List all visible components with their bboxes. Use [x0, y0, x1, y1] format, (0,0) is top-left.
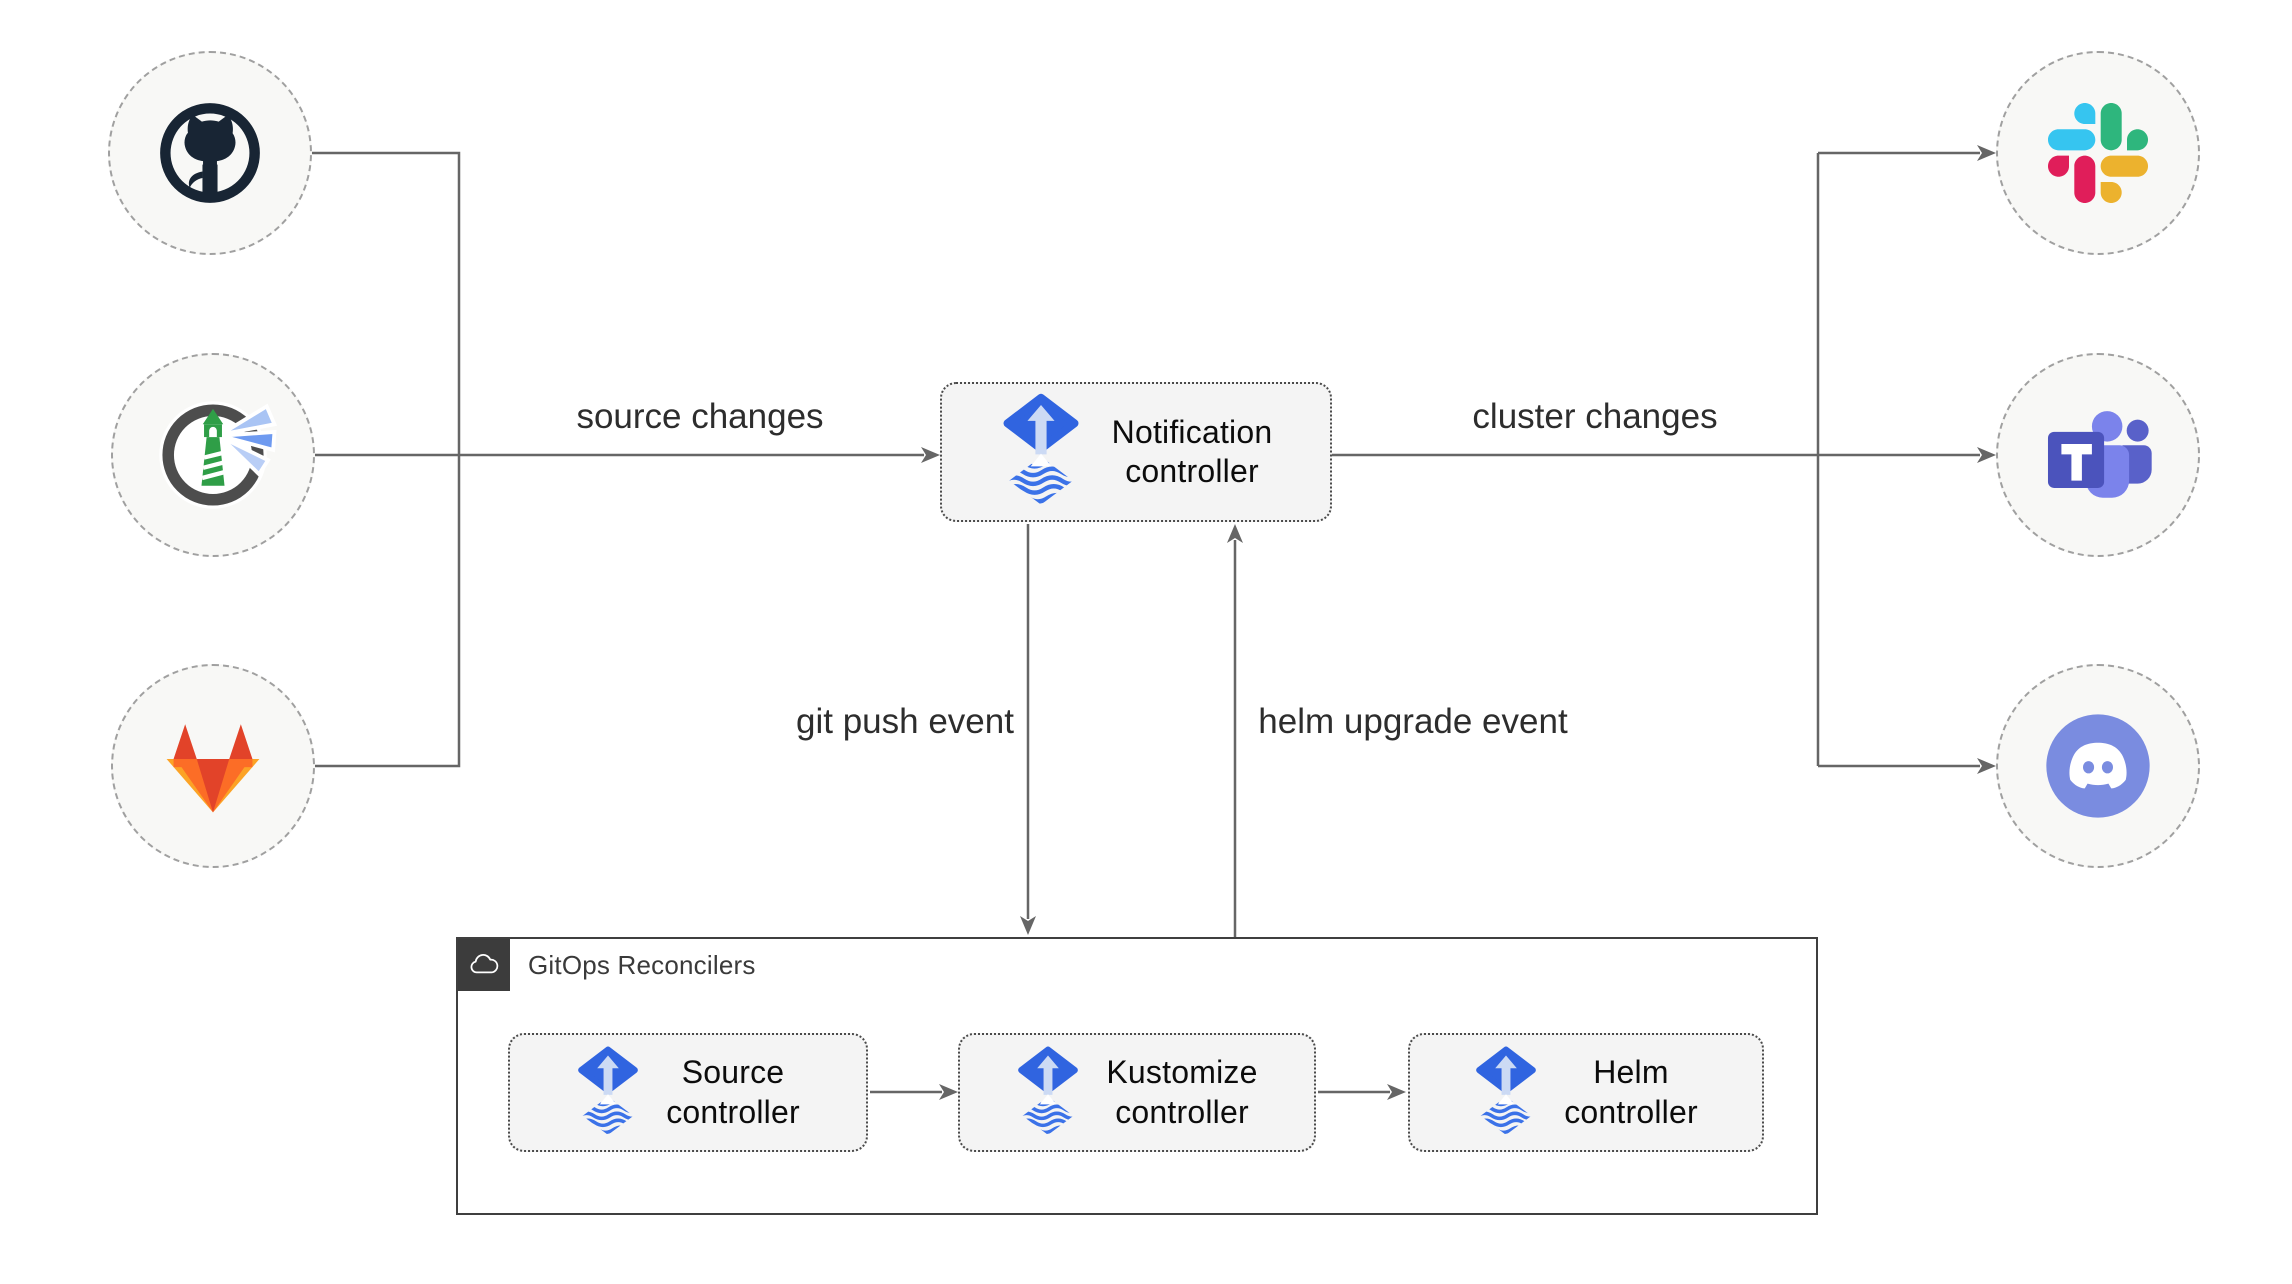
flux-icon [1474, 1046, 1538, 1140]
source-controller-label: Source controller [666, 1054, 800, 1130]
helm-controller-label: Helm controller [1564, 1054, 1698, 1130]
gitops-reconcilers-container: GitOps Reconcilers [456, 937, 1818, 1215]
node-kustomize-controller: Kustomize controller [958, 1033, 1316, 1152]
node-slack [1996, 51, 2200, 255]
edge-label-cluster-changes: cluster changes [1472, 397, 1718, 436]
node-discord [1996, 664, 2200, 868]
container-badge [458, 939, 510, 991]
gitops-reconcilers-label: GitOps Reconcilers [528, 949, 756, 980]
discord-icon [2035, 703, 2161, 829]
node-harbor [111, 353, 315, 557]
microsoft-teams-icon [2037, 394, 2159, 516]
node-source-controller: Source controller [508, 1033, 868, 1152]
slack-icon [2048, 103, 2148, 203]
harbor-icon [149, 391, 277, 519]
node-notification-controller: Notification controller [940, 382, 1332, 522]
node-helm-controller: Helm controller [1408, 1033, 1764, 1152]
github-icon [152, 95, 268, 211]
edge-label-source-changes: source changes [576, 397, 824, 436]
node-github [108, 51, 312, 255]
node-teams [1996, 353, 2200, 557]
notification-controller-label: Notification controller [1111, 413, 1273, 489]
flux-icon [576, 1046, 640, 1140]
edge-github-to-bus [312, 151, 461, 768]
edge-label-helm-upgrade-event: helm upgrade event [1258, 702, 1568, 741]
edge-label-git-push-event: git push event [796, 702, 1014, 741]
kustomize-controller-label: Kustomize controller [1106, 1054, 1258, 1130]
gitlab-icon [155, 708, 271, 824]
flux-icon [1016, 1046, 1080, 1140]
node-gitlab [111, 664, 315, 868]
cloud-icon [468, 954, 500, 977]
flux-icon [1000, 393, 1082, 511]
